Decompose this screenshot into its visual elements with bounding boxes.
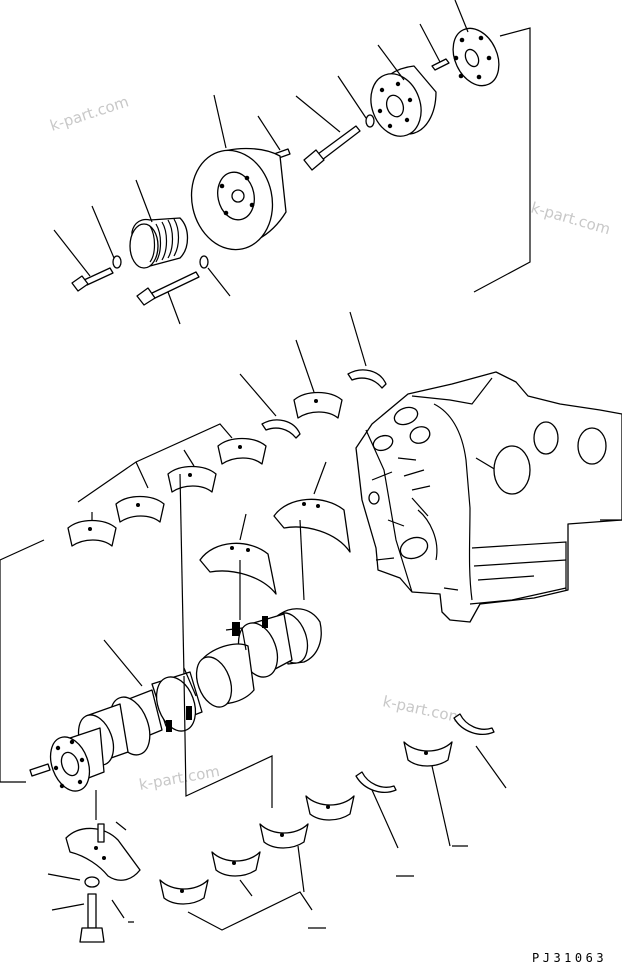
watermark-text: k-part.com (48, 92, 131, 134)
leader-lines (54, 0, 530, 324)
balance-weight (200, 543, 276, 594)
leader-lines (48, 676, 506, 930)
watermark-text: k-part.com (381, 692, 465, 727)
thrust-washer-upper (262, 420, 300, 438)
hub-spacer (363, 66, 436, 143)
main-bearing-lower-shell (160, 880, 208, 904)
dowel-pin (30, 764, 50, 776)
counterweight (66, 828, 140, 880)
cylinder-block (356, 372, 622, 622)
washer (200, 256, 208, 268)
main-bearing-lower-shell (306, 796, 354, 820)
leader-lines (0, 312, 428, 782)
sleeve-pulley (130, 218, 188, 268)
washer (113, 256, 121, 268)
hex-bolt (137, 272, 199, 305)
crankshaft-pulley-damper (182, 143, 286, 257)
dowel-pin (98, 824, 104, 842)
thrust-washer-lower (454, 714, 494, 734)
crankshaft (44, 608, 322, 796)
main-bearing-upper-shell (116, 497, 164, 523)
drawing-code: PJ31063 (532, 951, 607, 965)
hex-bolt (80, 894, 104, 942)
main-bearing-lower-shell (212, 852, 260, 876)
main-bearing-upper-shell (218, 439, 266, 465)
balance-weight (274, 499, 350, 552)
main-bearing-upper-shell (68, 521, 116, 547)
main-bearing-upper-shell (168, 467, 216, 493)
washer (366, 115, 374, 127)
washer (85, 877, 99, 887)
thrust-washer-lower (356, 772, 396, 792)
watermark-text: k-part.com (138, 762, 222, 794)
hex-bolt (304, 126, 360, 170)
main-bearing-lower-shell (404, 742, 452, 766)
rear-flange-plate (444, 21, 507, 93)
main-bearing-upper-shell (294, 393, 342, 419)
hex-bolt (72, 268, 113, 291)
thrust-washer-upper (348, 370, 386, 388)
watermark-text: k-part.com (529, 199, 612, 239)
dowel-pin (432, 59, 449, 70)
main-bearing-lower-shell (260, 824, 308, 848)
